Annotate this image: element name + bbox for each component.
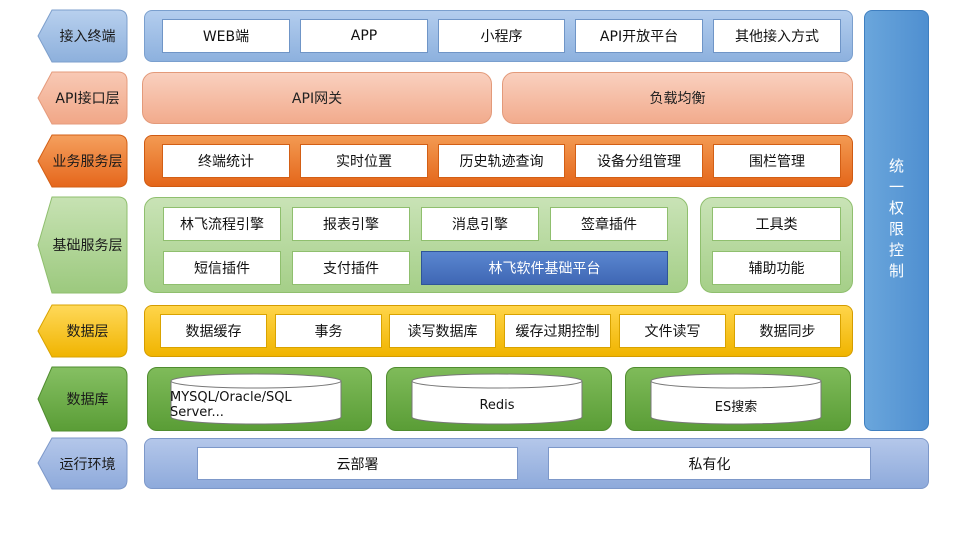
access-item: 小程序 [438,19,565,53]
data-item: 文件读写 [619,314,726,348]
access-item: API开放平台 [575,19,703,53]
foundation-side-item: 辅助功能 [712,251,841,285]
access-item: WEB端 [162,19,290,53]
database-cylinder-icon: ES搜索 [650,373,822,425]
database-cylinder-icon: MYSQL/Oracle/SQL Server... [170,373,342,425]
layer-label-foundation: 基础服务层 [52,238,123,254]
business-item: 终端统计 [162,144,290,178]
business-item: 设备分组管理 [575,144,703,178]
layer-label-database: 数据库 [66,392,109,408]
access-item: APP [300,19,428,53]
database-item: ES搜索 [714,399,758,415]
foundation-item: 报表引擎 [292,207,410,241]
foundation-item: 林飞流程引擎 [163,207,281,241]
business-item: 实时位置 [300,144,428,178]
data-item: 缓存过期控制 [504,314,611,348]
api-gateway-block: API网关 [142,72,492,124]
load-balancer-block: 负载均衡 [502,72,853,124]
layer-label-access: 接入终端 [59,29,116,45]
foundation-item: 消息引擎 [421,207,539,241]
database-cylinder-icon: Redis [411,373,583,425]
platform-block: 林飞软件基础平台 [421,251,668,285]
foundation-item: 签章插件 [550,207,668,241]
access-item: 其他接入方式 [713,19,841,53]
database-item: Redis [479,397,515,413]
data-item: 事务 [275,314,382,348]
database-item: MYSQL/Oracle/SQL Server... [170,390,292,420]
business-item: 历史轨迹查询 [438,144,565,178]
layer-label-runtime: 运行环境 [59,456,116,473]
foundation-item: 支付插件 [292,251,410,285]
data-item: 数据缓存 [160,314,267,348]
business-item: 围栏管理 [713,144,841,178]
data-item: 读写数据库 [389,314,496,348]
runtime-item: 私有化 [548,447,871,480]
foundation-item: 短信插件 [163,251,281,285]
runtime-item: 云部署 [197,447,518,480]
layer-label-api: API接口层 [55,91,120,107]
data-item: 数据同步 [734,314,841,348]
foundation-side-item: 工具类 [712,207,841,241]
layer-label-business: 业务服务层 [52,154,123,170]
layer-label-data: 数据层 [66,324,109,340]
unified-permission-sidebar: 统一权限控制 [864,10,929,431]
